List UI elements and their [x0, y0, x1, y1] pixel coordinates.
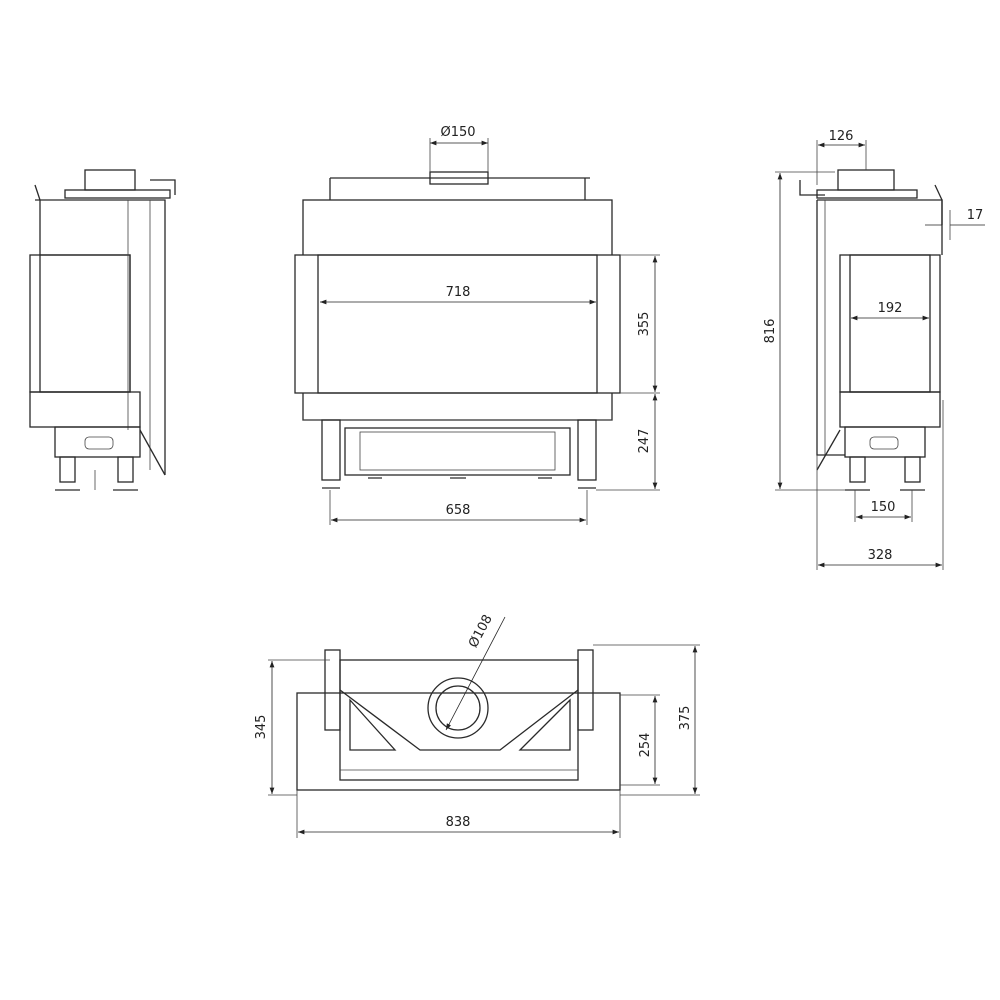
left-side-view — [29, 169, 176, 491]
top-view: Ø108 345 254 375 838 — [254, 612, 700, 838]
right-side-view: 126 17 816 192 150 328 — [763, 129, 985, 570]
dim-offset: 17 — [967, 208, 984, 223]
dim-total-height: 816 — [763, 319, 778, 344]
dim-air-inlet-diameter: Ø108 — [466, 612, 496, 650]
dim-glass-width: 718 — [446, 285, 471, 300]
dim-leg-spacing: 658 — [446, 503, 471, 518]
dim-glass-depth: 192 — [878, 301, 903, 316]
dim-depth-left: 345 — [254, 715, 269, 740]
dim-depth-inner: 254 — [638, 733, 653, 758]
dim-total-width: 838 — [446, 815, 471, 830]
dim-total-depth: 328 — [868, 548, 893, 563]
dim-depth-right: 375 — [678, 706, 693, 731]
dim-base-height: 247 — [637, 429, 652, 454]
front-view: Ø150 718 355 247 658 — [294, 125, 660, 525]
dim-glass-height: 355 — [637, 312, 652, 337]
dim-side-leg-spacing: 150 — [871, 500, 896, 515]
dim-flue-width: 126 — [829, 129, 854, 144]
dim-flue-diameter: Ø150 — [440, 125, 475, 140]
